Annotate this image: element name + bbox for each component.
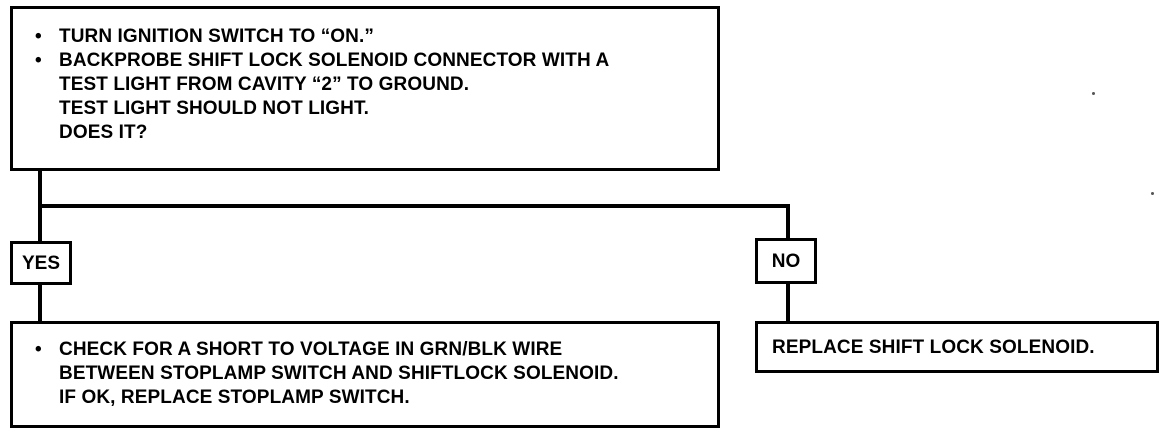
- no-action-box: REPLACE SHIFT LOCK SOLENOID.: [755, 321, 1159, 373]
- bullet-icon: •: [35, 50, 42, 71]
- yes-action-line: BETWEEN STOPLAMP SWITCH AND SHIFTLOCK SO…: [59, 363, 619, 384]
- connector-no-to-action: [786, 283, 790, 322]
- question-prompt: DOES IT?: [59, 122, 148, 143]
- question-step-1: • TURN IGNITION SWITCH TO “ON.”: [25, 25, 707, 49]
- question-step-2: • BACKPROBE SHIFT LOCK SOLENOID CONNECTO…: [25, 49, 707, 73]
- scan-speck: [1151, 192, 1154, 195]
- question-continuation-line: TEST LIGHT FROM CAVITY “2” TO GROUND.: [59, 74, 470, 95]
- scan-speck: [1092, 92, 1095, 95]
- question-box: • TURN IGNITION SWITCH TO “ON.” • BACKPR…: [10, 6, 720, 171]
- yes-action-text: CHECK FOR A SHORT TO VOLTAGE IN GRN/BLK …: [59, 339, 563, 360]
- question-step-text: BACKPROBE SHIFT LOCK SOLENOID CONNECTOR …: [59, 50, 610, 71]
- bullet-icon: •: [35, 26, 42, 47]
- yes-action-line: IF OK, REPLACE STOPLAMP SWITCH.: [59, 387, 410, 408]
- yes-action-line: • CHECK FOR A SHORT TO VOLTAGE IN GRN/BL…: [25, 338, 707, 362]
- question-step-text: TURN IGNITION SWITCH TO “ON.”: [59, 26, 374, 47]
- connector-no-down: [786, 204, 790, 239]
- no-branch-label: NO: [755, 238, 817, 284]
- connector-yes-to-action: [38, 284, 42, 322]
- bullet-icon: •: [35, 339, 42, 360]
- connector-horizontal-split: [38, 204, 790, 208]
- question-continuation-line: TEST LIGHT SHOULD NOT LIGHT.: [59, 98, 369, 119]
- yes-branch-label: YES: [10, 241, 72, 285]
- yes-action-box: • CHECK FOR A SHORT TO VOLTAGE IN GRN/BL…: [10, 321, 720, 428]
